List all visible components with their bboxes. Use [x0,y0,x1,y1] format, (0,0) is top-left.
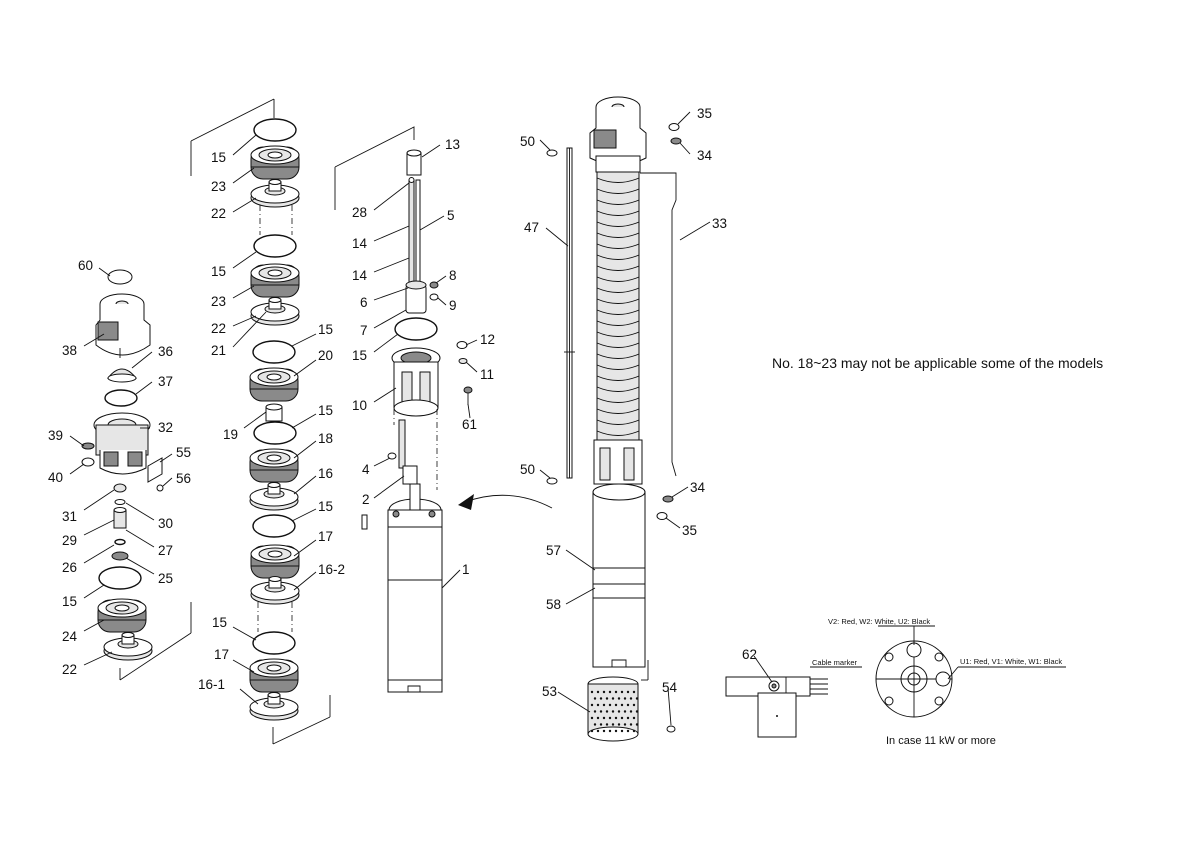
callout-14-b: 14 [352,268,368,283]
callout-50-bottom: 50 [520,462,535,477]
callout-6: 6 [360,295,368,310]
callout-16: 16 [318,466,333,481]
motor-shaft-assembly [334,126,553,693]
callout-54: 54 [662,680,678,695]
cap-60 [107,269,133,285]
callout-26: 26 [62,560,77,575]
callout-58: 58 [546,597,561,612]
callout-8: 8 [449,268,457,283]
callout-15-stack-2: 15 [211,264,226,279]
callout-22-left: 22 [62,662,77,677]
callout-29: 29 [62,533,77,548]
callout-39: 39 [48,428,63,443]
wiring-v2-label: V2: Red, W2: White, U2: Black [828,617,930,626]
callout-36: 36 [158,344,173,359]
callout-61: 61 [462,417,477,432]
callout-33: 33 [712,216,727,231]
callout-47: 47 [524,220,539,235]
callout-62: 62 [742,647,757,662]
callout-17-b: 17 [214,647,229,662]
callout-15-center: 15 [352,348,367,363]
callout-34-bottom: 34 [690,480,706,495]
callout-5: 5 [447,208,455,223]
callout-53: 53 [542,684,557,699]
callout-19: 19 [223,427,238,442]
callout-15-stack-6: 15 [212,615,227,630]
callout-34-top: 34 [697,148,713,163]
upper-casing-32 [93,412,151,475]
applicability-note: No. 18~23 may not be applicable some of … [772,355,1103,371]
callout-22-c: 22 [211,321,226,336]
callout-1: 1 [462,562,470,577]
callout-15-stack-3: 15 [318,322,333,337]
callout-14-a: 14 [352,236,368,251]
callout-38: 38 [62,343,77,358]
callout-16-1: 16-1 [198,677,225,692]
assembled-pump [546,96,682,742]
callout-37: 37 [158,374,173,389]
callout-57: 57 [546,543,561,558]
wiring-diagram: V2: Red, W2: White, U2: Black U1: Red, V… [828,617,1066,747]
pump-stages [596,177,640,436]
callout-56: 56 [176,471,191,486]
callout-18: 18 [318,431,333,446]
callout-2: 2 [362,492,370,507]
callout-23-a: 23 [211,179,226,194]
motor-1 [387,483,443,693]
callout-60: 60 [78,258,93,273]
callout-31: 31 [62,509,77,524]
callout-16-2: 16-2 [318,562,345,577]
cable-marker-detail: Cable marker [725,658,862,738]
callout-27: 27 [158,543,173,558]
callout-32: 32 [158,420,173,435]
callout-23-b: 23 [211,294,226,309]
callout-13: 13 [445,137,460,152]
callout-10: 10 [352,398,367,413]
callout-17-a: 17 [318,529,333,544]
callout-35-top: 35 [697,106,712,121]
callout-50-top: 50 [520,134,535,149]
callout-7: 7 [360,323,368,338]
large-motor-note: In case 11 kW or more [886,735,996,747]
callout-21: 21 [211,343,226,358]
callout-15-stack-5: 15 [318,499,333,514]
callout-30: 30 [158,516,173,531]
callout-4: 4 [362,462,370,477]
leader-lines [69,111,773,726]
callout-15-left: 15 [62,594,77,609]
callout-15-stack-1: 15 [211,150,226,165]
suction-bracket-10 [391,347,441,417]
impeller-stack [190,99,331,745]
callout-9: 9 [449,298,457,313]
callout-24: 24 [62,629,78,644]
discharge-head-assembly [81,98,275,681]
callout-55: 55 [176,445,191,460]
callout-40: 40 [48,470,63,485]
callout-15-stack-4: 15 [318,403,333,418]
callout-25: 25 [158,571,173,586]
callout-11: 11 [480,367,494,382]
callout-labels: 60 38 36 37 32 39 55 40 56 31 30 29 27 2… [48,106,757,699]
wiring-u1-label: U1: Red, V1: White, W1: Black [960,657,1062,666]
callout-22-b: 22 [211,206,226,221]
oring-37 [104,389,138,407]
cable-marker-label: Cable marker [812,658,858,667]
callout-12: 12 [480,332,495,347]
strainer-53 [587,676,639,742]
callout-20: 20 [318,348,333,363]
callout-35-bottom: 35 [682,523,697,538]
callout-28: 28 [352,205,367,220]
discharge-head-38 [95,293,151,358]
